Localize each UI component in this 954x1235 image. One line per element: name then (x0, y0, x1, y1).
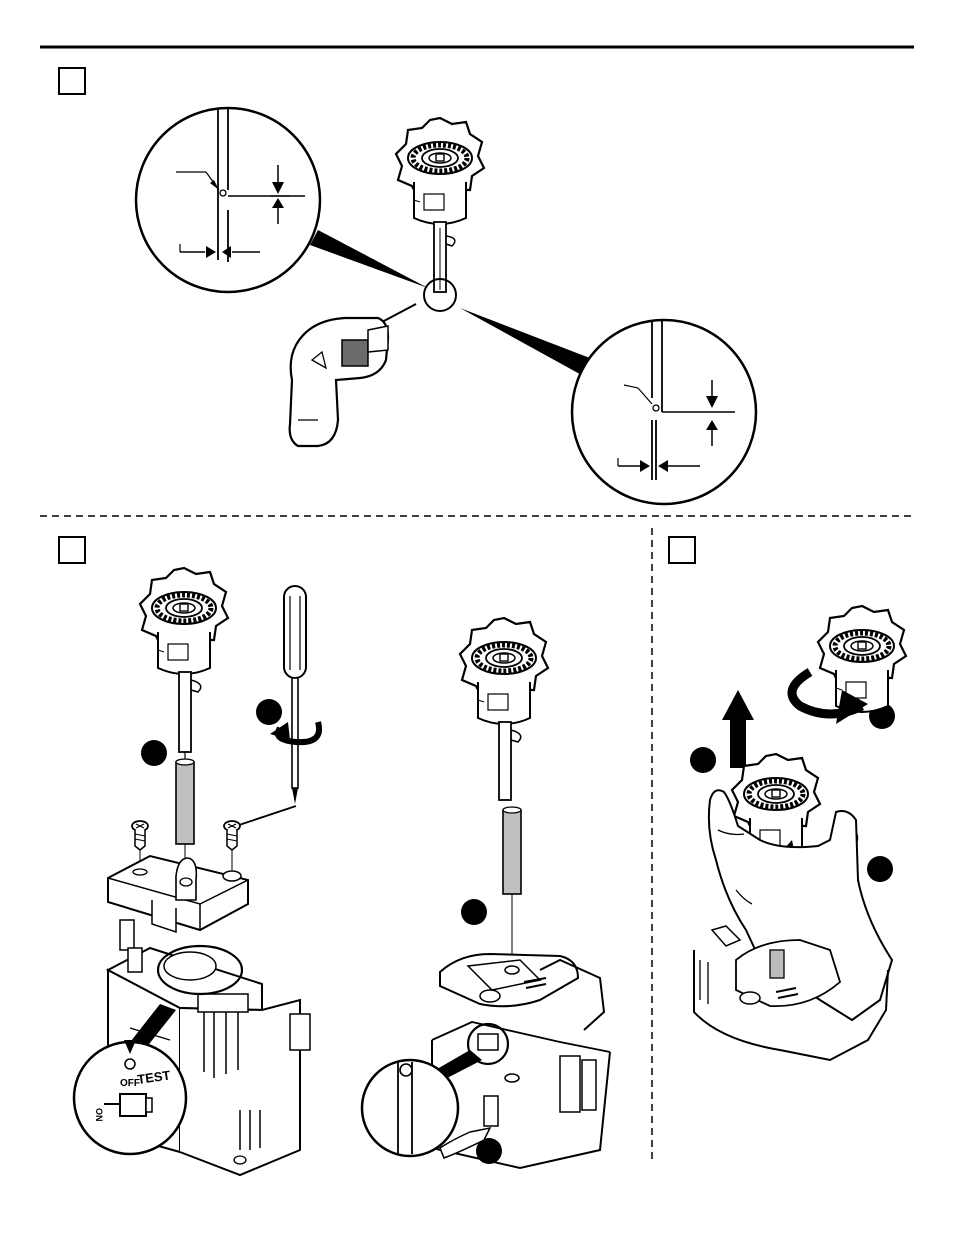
step-1-drawing (136, 108, 756, 504)
timer-knob-icon (396, 118, 484, 224)
step-3-drawing (694, 606, 906, 1060)
off-label: OFF (120, 1078, 140, 1089)
on-label: ON (94, 1108, 104, 1122)
screw-right (224, 821, 240, 850)
drill-icon (290, 304, 416, 446)
step-2-drawing: TEST OFF ON (74, 568, 610, 1175)
screw-left (132, 821, 148, 850)
timer-knob-icon-right (460, 618, 548, 724)
screwdriver-icon (284, 586, 306, 804)
up-arrow-icon (730, 718, 746, 768)
sleeve-part (176, 762, 194, 844)
sleeve-part-right (503, 810, 521, 894)
timer-knob-icon-left (140, 568, 228, 674)
timer-knob-icon-upper (818, 606, 906, 712)
